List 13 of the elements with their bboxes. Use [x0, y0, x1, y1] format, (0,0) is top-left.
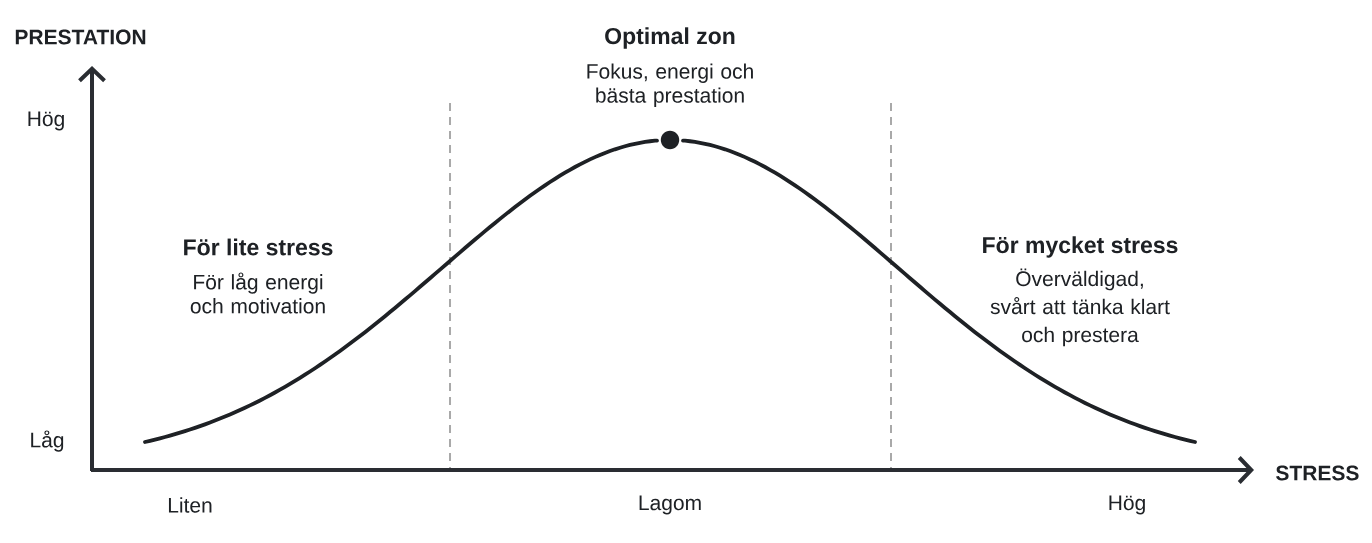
axis-tick-label: Låg [31, 430, 64, 452]
axis-tick-label: Hög [1109, 495, 1145, 515]
zone-description: Överväldigad, svårt att tänka klart och prestera [990, 268, 1170, 347]
zone-description: Fokus, energi och bästa prestation [587, 63, 753, 107]
axis-tick-label: Liten [168, 497, 212, 513]
axis-tick-label: Lagom [639, 495, 701, 515]
zone-heading: För lite stress [184, 238, 333, 256]
axis-title: STRESS [1276, 465, 1359, 481]
zone-description: För låg energi och motivation [190, 272, 325, 314]
zone-heading: Optimal zon [605, 27, 735, 49]
zone-heading: För mycket stress [983, 236, 1178, 258]
axis-tick-label: Hög [28, 111, 64, 131]
axis-title: PRESTATION [15, 29, 146, 45]
